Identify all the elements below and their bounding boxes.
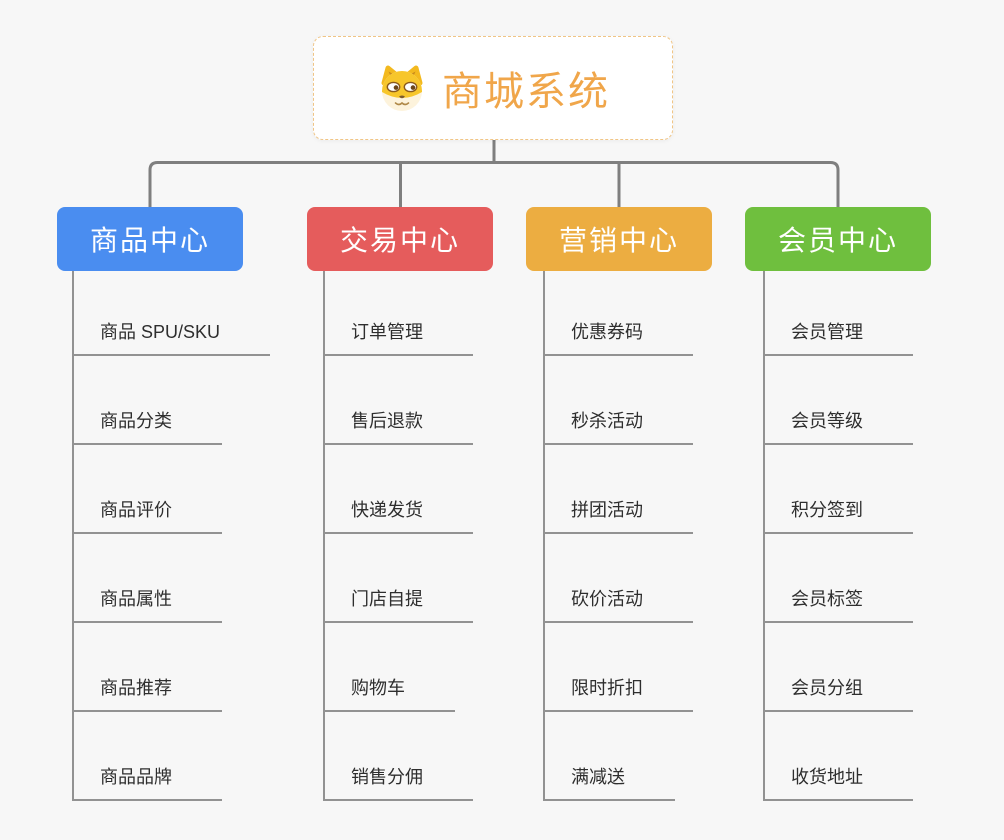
leaf-topic[interactable]: 砍价活动 — [543, 586, 693, 623]
root-node[interactable]: 商城系统 — [313, 36, 673, 140]
leaf-topic[interactable]: 商品分类 — [72, 408, 222, 445]
leaf-topic[interactable]: 商品评价 — [72, 497, 222, 534]
leaf-topic[interactable]: 积分签到 — [763, 497, 913, 534]
leaf-topic[interactable]: 会员标签 — [763, 586, 913, 623]
branch-header-marketing-center[interactable]: 营销中心 — [526, 207, 712, 271]
leaf-topic[interactable]: 满减送 — [543, 764, 675, 801]
branch-header-label: 商品中心 — [89, 225, 210, 256]
leaf-topic[interactable]: 会员等级 — [763, 408, 913, 445]
branch-trunk-line — [543, 271, 545, 800]
branch-header-trade-center[interactable]: 交易中心 — [307, 207, 493, 271]
branch-header-product-center[interactable]: 商品中心 — [57, 207, 243, 271]
leaf-topic[interactable]: 售后退款 — [323, 408, 473, 445]
leaf-topic[interactable]: 商品推荐 — [72, 675, 222, 712]
leaf-topic[interactable]: 快递发货 — [323, 497, 473, 534]
leaf-topic[interactable]: 收货地址 — [763, 764, 913, 801]
branch-trunk-line — [323, 271, 325, 800]
leaf-topic[interactable]: 销售分佣 — [323, 764, 473, 801]
root-title: 商城系统 — [442, 70, 610, 114]
branch-header-label: 会员中心 — [777, 225, 898, 256]
leaf-topic[interactable]: 秒杀活动 — [543, 408, 693, 445]
branch-header-label: 营销中心 — [558, 225, 679, 256]
leaf-topic[interactable]: 商品属性 — [72, 586, 222, 623]
dog-face-icon — [381, 65, 423, 111]
leaf-topic[interactable]: 商品 SPU/SKU — [72, 319, 271, 356]
branch-trunk-line — [763, 271, 765, 800]
branch-header-label: 交易中心 — [339, 225, 460, 256]
leaf-topic[interactable]: 商品品牌 — [72, 764, 222, 801]
leaf-topic[interactable]: 购物车 — [323, 675, 455, 712]
leaf-topic[interactable]: 会员分组 — [763, 675, 913, 712]
branch-header-member-center[interactable]: 会员中心 — [745, 207, 931, 271]
leaf-topic[interactable]: 订单管理 — [323, 319, 473, 356]
leaf-topic[interactable]: 门店自提 — [323, 586, 473, 623]
leaf-topic[interactable]: 会员管理 — [763, 319, 913, 356]
leaf-topic[interactable]: 拼团活动 — [543, 497, 693, 534]
branch-trunk-line — [72, 271, 74, 800]
leaf-topic[interactable]: 优惠券码 — [543, 319, 693, 356]
leaf-topic[interactable]: 限时折扣 — [543, 675, 693, 712]
